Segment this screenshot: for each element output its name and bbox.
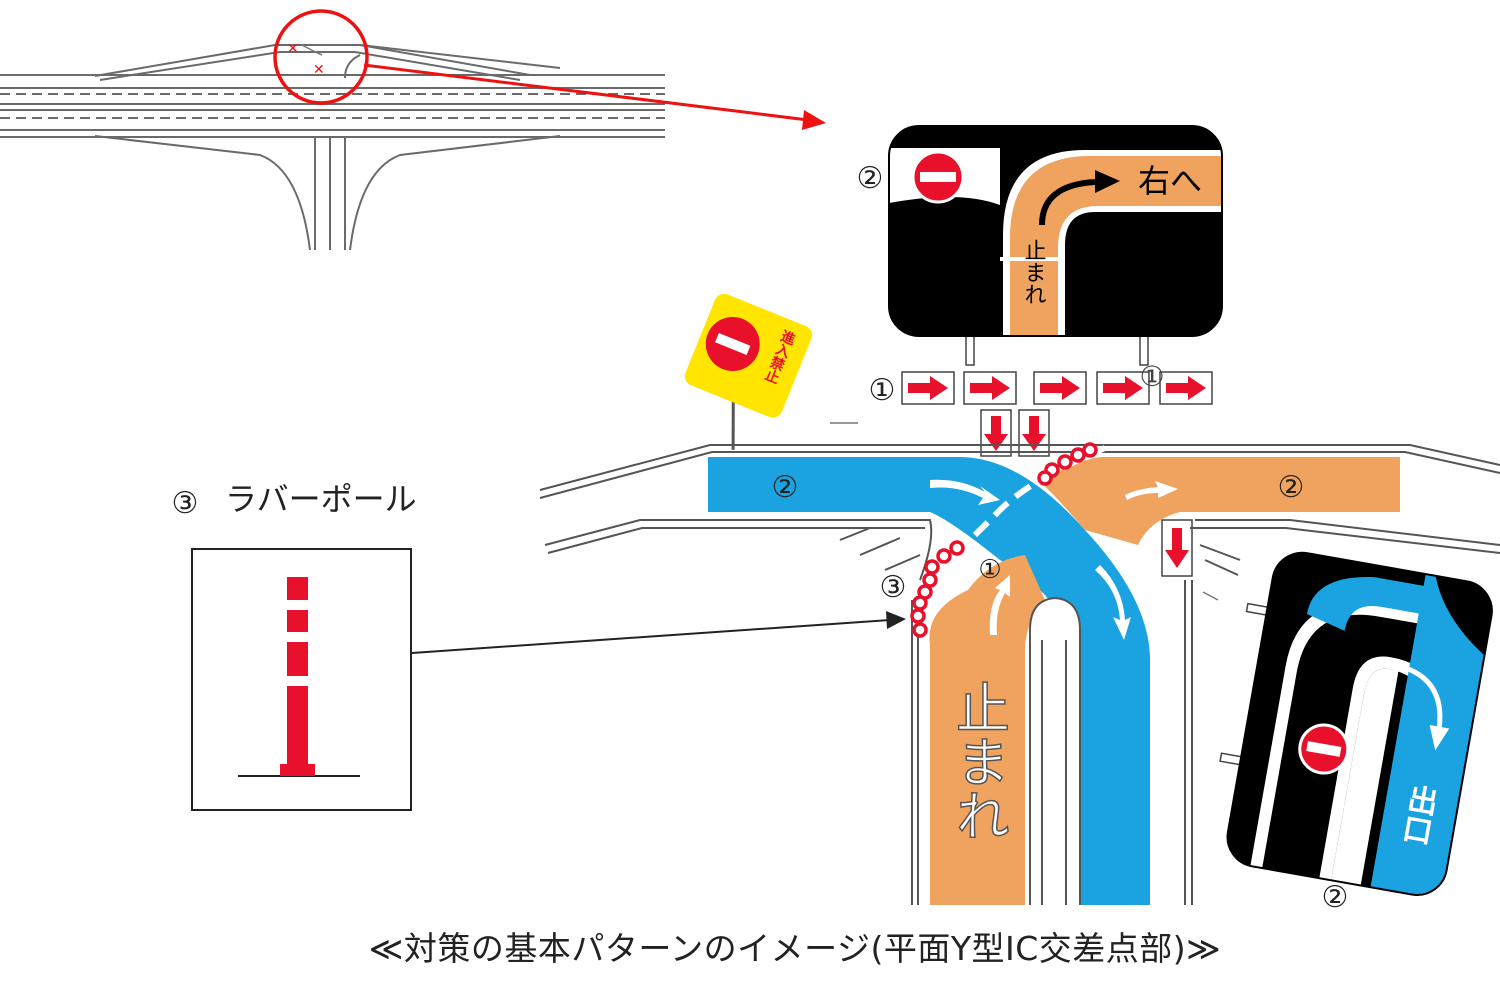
blue-lane-number: ② <box>772 470 799 505</box>
merge-number: ① <box>978 555 1001 585</box>
no-entry-bar <box>1306 741 1342 757</box>
right-arrow-icon <box>1040 376 1080 400</box>
sign-top-number: ② <box>857 161 884 196</box>
blue-lane <box>708 457 1150 905</box>
down-arrow-icon <box>1165 528 1189 568</box>
svg-text:✕: ✕ <box>313 62 325 78</box>
orange-lane-number: ② <box>1278 470 1305 505</box>
orange-lanes <box>929 457 1400 905</box>
right-arrow-icon <box>970 376 1010 400</box>
right-arrow-icon <box>1166 376 1206 400</box>
rubber-pole-icon <box>280 577 315 776</box>
no-entry-yellow-sign: 進入禁止 <box>684 293 813 450</box>
lane-flow-arrows <box>930 479 1178 640</box>
right-arrow-icon <box>908 376 948 400</box>
small-marker-line <box>1202 591 1219 601</box>
sign-right-number: ② <box>1322 880 1349 915</box>
no-entry-bar <box>715 332 751 355</box>
turn-right-arrow-icon <box>1039 179 1096 226</box>
rubber-pole-road-number: ③ <box>880 570 907 605</box>
svg-text:✕: ✕ <box>287 41 299 57</box>
road-outlines <box>539 444 1500 905</box>
no-entry-icon <box>911 150 965 204</box>
rubber-pole-detail-box <box>191 548 412 811</box>
turn-down-arrow-icon <box>1398 663 1443 730</box>
down-arrow-icon <box>1022 416 1046 451</box>
sign-top-turn-label: 右へ <box>1138 162 1202 200</box>
right-arrow-icon <box>1103 376 1143 400</box>
arrow-board-number: ① <box>869 373 896 408</box>
overview-interchange-map <box>0 44 665 251</box>
arrow-boards-row: ① <box>901 360 1213 577</box>
down-arrow-icon <box>984 416 1008 451</box>
overview-focus-marker: ✕ ✕ <box>273 9 826 130</box>
rubber-pole-title: ラバーポール <box>225 480 417 518</box>
arrow-board-overlap-number: ① <box>1139 360 1164 393</box>
top-guide-sign: 右へ 止まれ <box>888 125 1223 366</box>
diagram-caption: ≪対策の基本パターンのイメージ(平面Y型IC交差点部)≫ <box>368 929 1222 968</box>
rubber-pole-number: ③ <box>172 486 199 521</box>
right-guide-sign: 出口 <box>1219 548 1497 900</box>
median-island <box>1029 596 1081 905</box>
rubber-pole-leader-arrow <box>411 611 906 654</box>
rubber-pole-markers <box>910 442 1098 638</box>
stop-road-marking: 止まれ <box>947 680 1010 842</box>
sign-top-stop-label: 止まれ <box>1021 239 1046 305</box>
